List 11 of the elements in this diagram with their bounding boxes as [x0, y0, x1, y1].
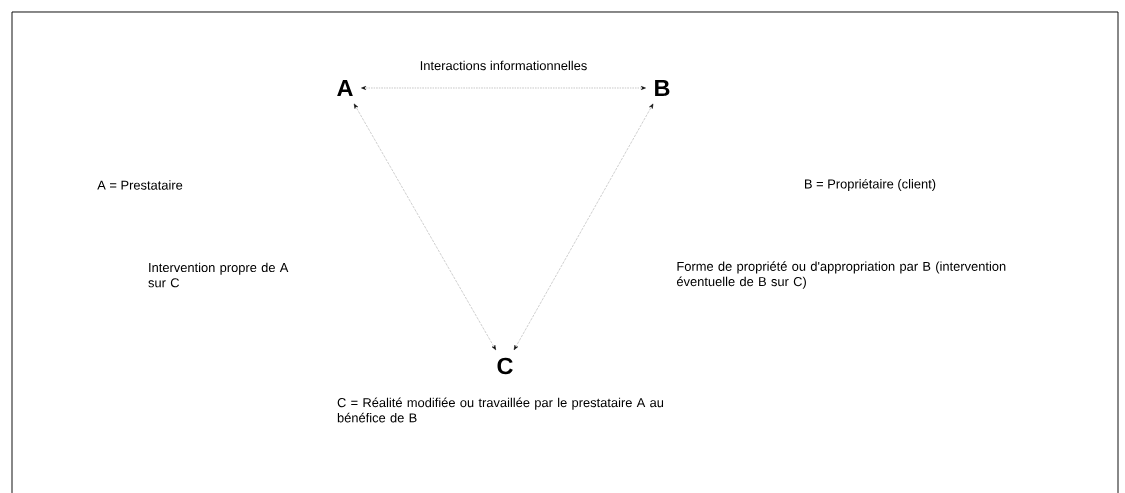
node-letter: A — [337, 79, 353, 97]
caption-text: Intervention propre de A sur C — [148, 262, 289, 288]
double-arrow — [513, 103, 654, 351]
caption-text: Forme de propriété ou d'appropriation par B (intervention éventuelle de B sur C) — [676, 261, 1006, 289]
double-arrow — [353, 103, 496, 351]
node-letter: C — [497, 357, 513, 375]
node-letter: B — [655, 79, 670, 97]
caption-text: A = Prestataire — [97, 180, 183, 190]
edge-label: Interactions informationnelles — [418, 59, 589, 72]
caption-text: C = Réalité modifiée ou travaillée par le prestataire A au bénéfice de B — [337, 397, 664, 423]
caption-text: B = Propriétaire (client) — [805, 178, 936, 192]
